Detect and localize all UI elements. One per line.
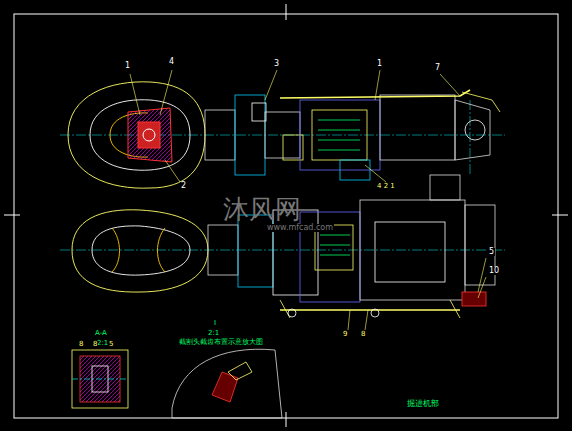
callout-number: 7 — [434, 64, 441, 72]
callout-number: 4 2 1 — [376, 183, 396, 190]
callout-number: 8 — [78, 341, 84, 348]
callout-number: 10 — [488, 267, 500, 275]
body-top — [280, 90, 500, 180]
section-detail — [72, 350, 128, 408]
drawing-frame — [4, 4, 568, 427]
cutting-head-top — [68, 82, 205, 188]
callout-number: 9 — [342, 331, 348, 338]
callout-number: 2 — [180, 182, 187, 190]
callout-number: 8 — [360, 331, 366, 338]
body-bottom — [208, 175, 495, 318]
leader-lines — [130, 70, 486, 330]
callout-number: 4 — [168, 58, 175, 66]
callout-number: 2:1 — [207, 330, 220, 337]
note-text: 截割头截齿布置示意放大图 — [178, 339, 264, 346]
callout-number: 3 — [273, 60, 280, 68]
callout-number: 1 — [376, 60, 383, 68]
callout-number: 5 — [488, 248, 495, 256]
callout-number: I — [213, 320, 217, 327]
cutting-teeth-red — [128, 108, 172, 162]
tooth-detail — [172, 349, 282, 418]
callout-number: A-A — [94, 330, 108, 337]
watermark: 沐风网 — [222, 196, 302, 222]
callout-number: 5 — [108, 341, 114, 348]
boom-top — [205, 95, 303, 175]
callout-number: 8 — [92, 341, 98, 348]
callout-number: 1 — [124, 62, 131, 70]
cutting-head-bottom — [72, 210, 208, 292]
watermark: www.mfcad.com — [266, 224, 334, 232]
centerlines — [60, 100, 505, 250]
drawing-caption: 掘进机部 — [406, 400, 440, 408]
